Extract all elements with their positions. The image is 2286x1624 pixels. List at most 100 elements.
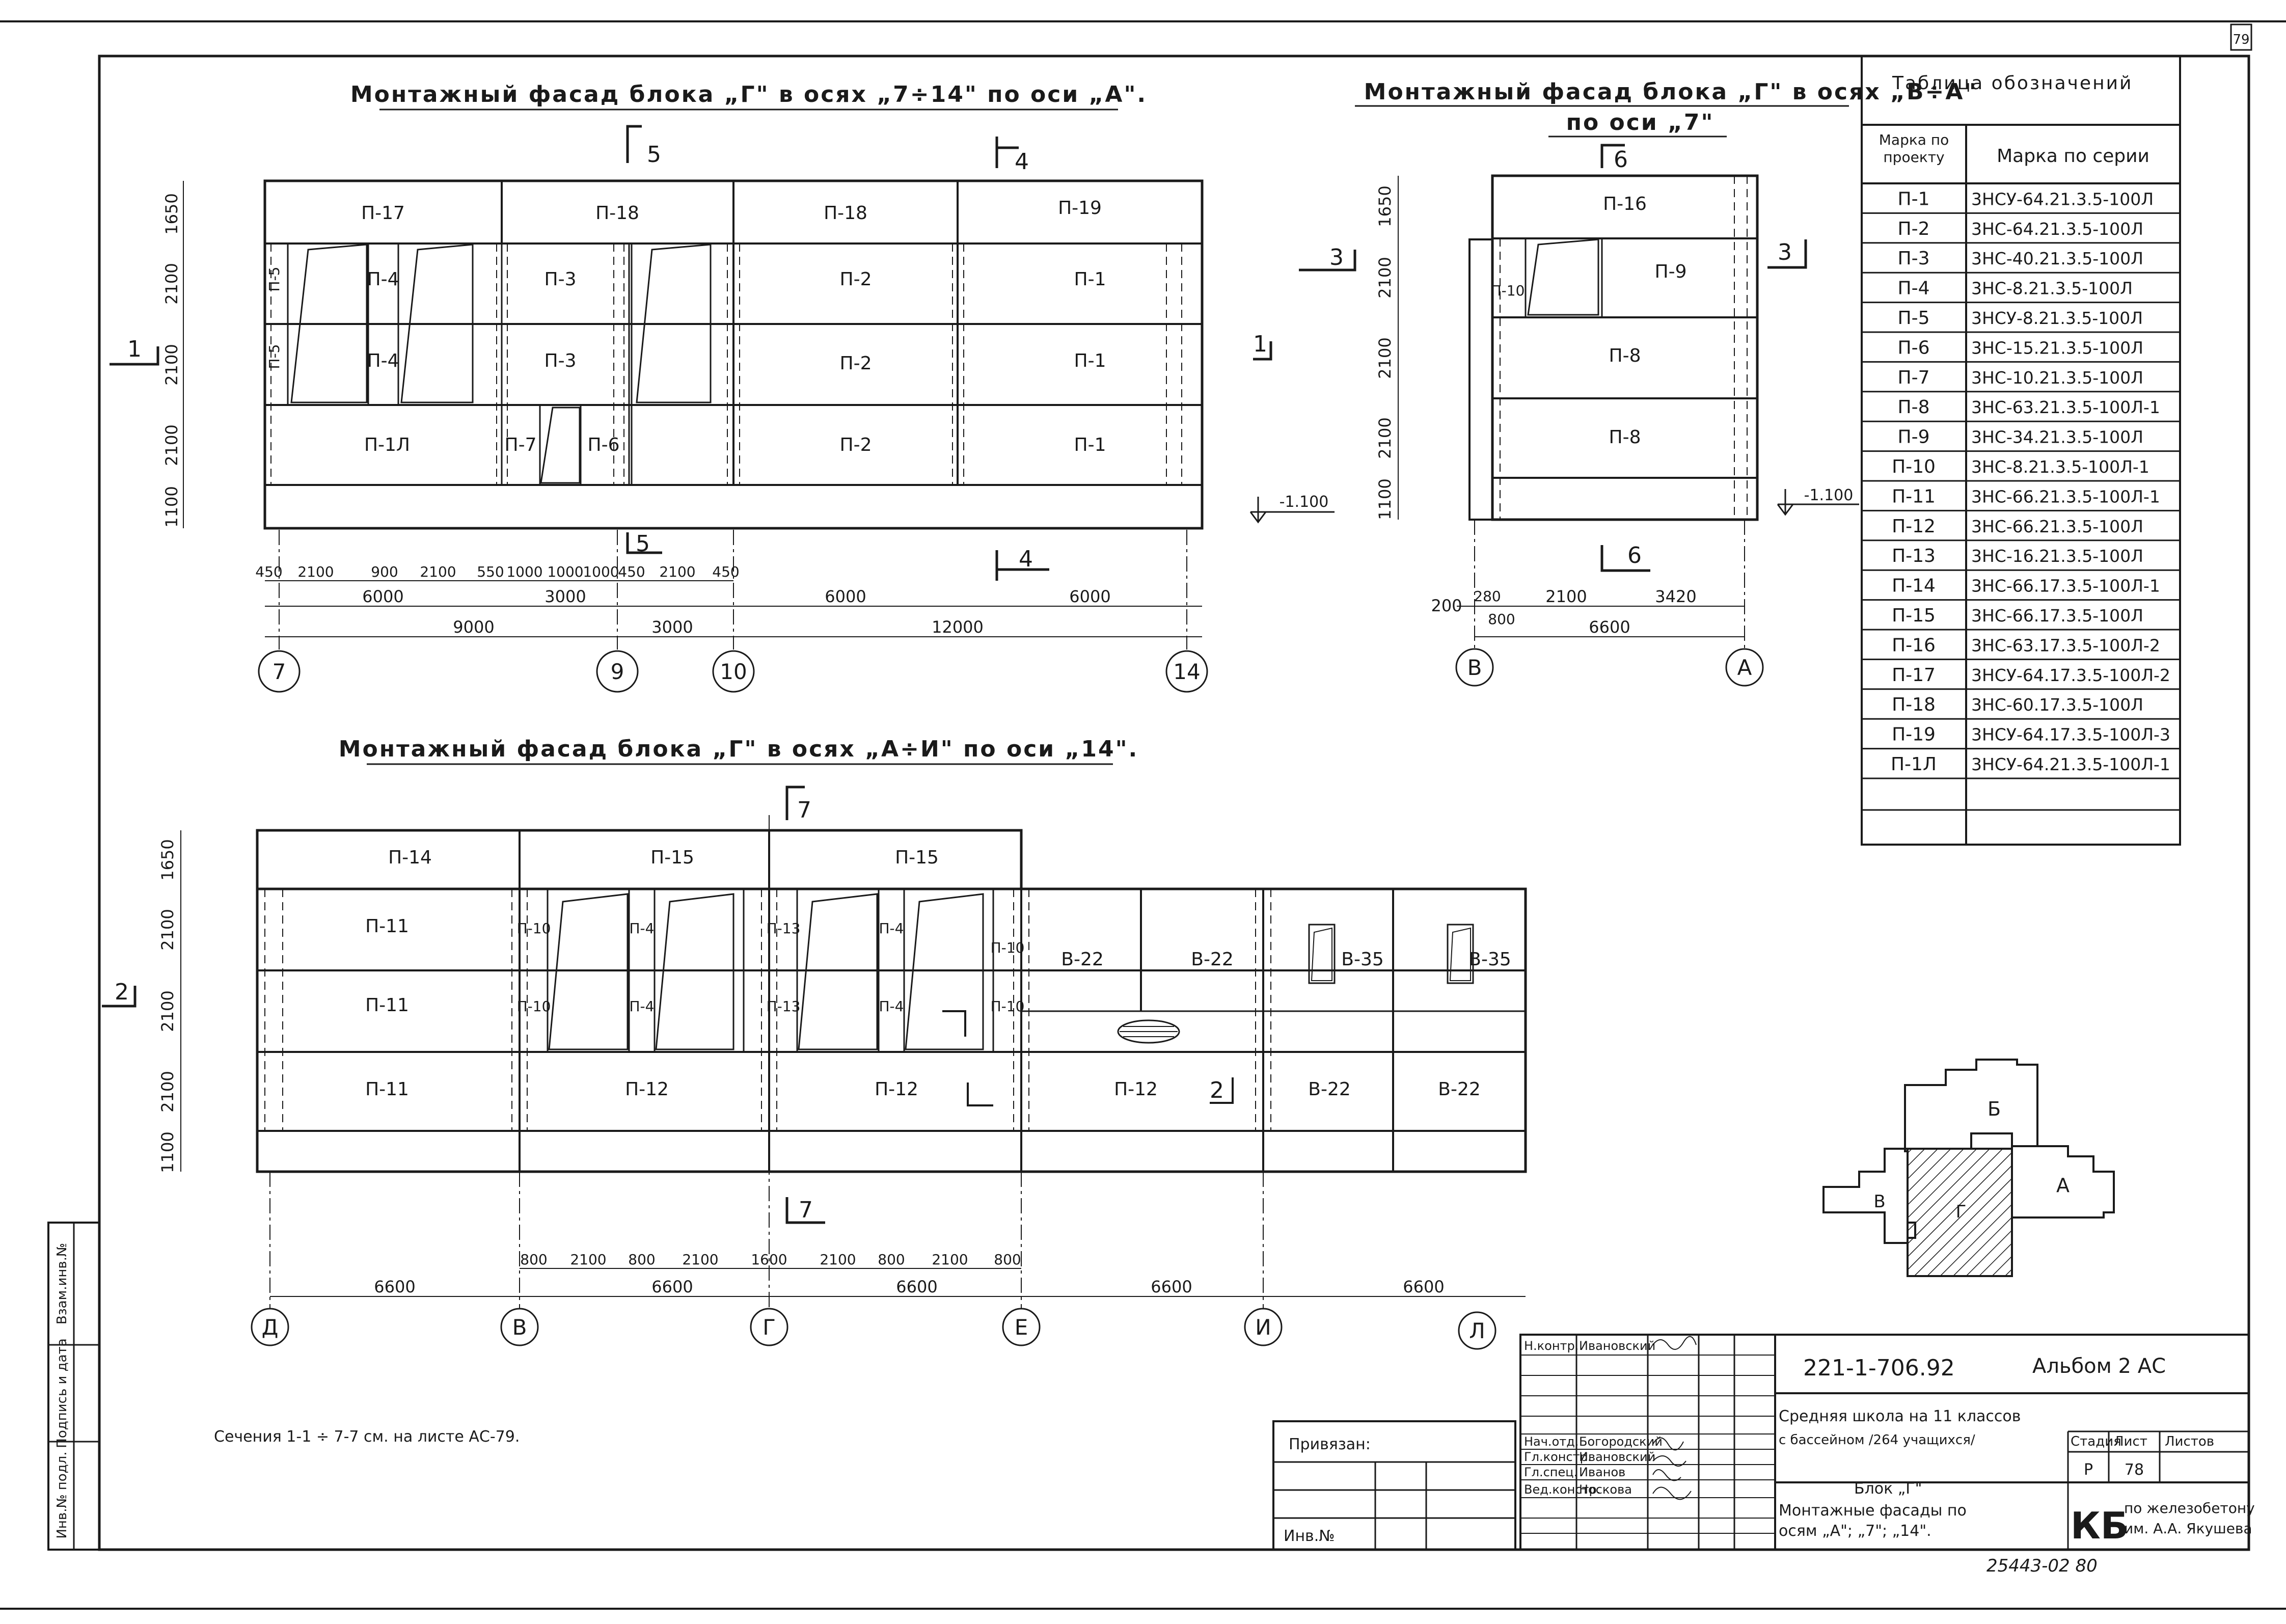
level-mark: -1.100: [1280, 493, 1329, 511]
row-height: 2100: [1375, 337, 1395, 378]
dim-text: 450: [255, 563, 282, 580]
dim-text: 6600: [896, 1277, 937, 1296]
dim-text: 1000: [547, 563, 583, 580]
row-height: 1650: [1375, 185, 1395, 227]
project-line1: Средняя школа на 11 классов: [1779, 1408, 2021, 1425]
strip-sign: Подпись и дата: [55, 1338, 70, 1448]
privyazan-label: Привязан:: [1289, 1436, 1371, 1453]
dim-text: 2100: [820, 1251, 856, 1268]
dim-text: 6600: [1151, 1277, 1192, 1296]
legend-project-mark: П-1Л: [1891, 754, 1937, 775]
strip-replace: Взам.инв.№: [55, 1243, 70, 1324]
panel-label: П-18: [824, 203, 867, 224]
legend-series-mark: 3НС-66.17.3.5-100Л-1: [1971, 576, 2160, 596]
stage-value: Р: [2084, 1461, 2093, 1479]
project-line2: с бассейном /264 учащихся/: [1779, 1432, 1975, 1448]
legend-project-mark: П-7: [1898, 367, 1930, 388]
axis-label: Е: [1015, 1315, 1028, 1340]
row-height: 1100: [1375, 478, 1395, 520]
panel-label: П-11: [365, 916, 409, 937]
row-height: 2100: [162, 344, 181, 385]
key-plan: Б А В Г: [1822, 1059, 2115, 1277]
dim-text: 800: [1488, 611, 1515, 628]
axis-label: 14: [1173, 659, 1200, 684]
axis-label: В: [1467, 655, 1482, 680]
facade-axes-a-i: Монтажный фасад блока „Г" в осях „А÷И" п…: [102, 736, 1527, 1350]
axis-label: 9: [611, 659, 624, 684]
section-mark: 1: [1253, 331, 1267, 357]
section-mark: 4: [1015, 149, 1029, 175]
panel-label: В-35: [1468, 949, 1511, 970]
dim-text: 3000: [545, 587, 586, 606]
dim-text: 800: [520, 1251, 547, 1268]
panel-label: П-15: [650, 847, 694, 868]
panel-label: П-3: [545, 269, 577, 290]
dim-text: 2100: [570, 1251, 606, 1268]
panel-label: П-5: [266, 267, 283, 292]
legend-project-mark: П-6: [1898, 337, 1930, 358]
panel-label: В-22: [1308, 1079, 1351, 1100]
doc-code: 221-1-706.92: [1803, 1355, 1955, 1381]
legend-project-mark: П-18: [1892, 694, 1936, 715]
panel-label: П-1Л: [364, 435, 410, 455]
list-header: Лист: [2114, 1434, 2147, 1449]
panel-label: П-14: [388, 847, 432, 868]
panel-label: П-13: [767, 920, 801, 937]
legend-series-mark: 3НС-66.17.3.5-100Л: [1971, 606, 2143, 626]
name: Богородский: [1579, 1434, 1663, 1449]
panel-label: В-22: [1438, 1079, 1481, 1100]
legend-project-mark: П-10: [1892, 456, 1936, 477]
role: Гл.констр.: [1524, 1450, 1592, 1464]
dim-text: 550: [477, 563, 504, 580]
role: Н.контр.: [1524, 1339, 1579, 1353]
row-height: 1650: [158, 839, 177, 880]
row-height: 2100: [1375, 417, 1395, 458]
panel-label: П-15: [895, 847, 939, 868]
section-mark: 2: [1210, 1077, 1224, 1103]
section-mark: 5: [636, 531, 650, 557]
panel-label: П-4: [879, 998, 904, 1015]
dim-text: 2100: [932, 1251, 968, 1268]
row-height: 2100: [158, 990, 177, 1032]
dim-text: 6600: [1589, 617, 1630, 637]
dim-text: 6000: [362, 587, 403, 606]
dim-text: 1000: [583, 563, 619, 580]
panel-label: П-11: [365, 1079, 409, 1100]
sheet-frame: 79: [0, 20, 2286, 1610]
dim-text: 6600: [374, 1277, 415, 1296]
dim-text: 12000: [932, 617, 984, 637]
dim-text: 200: [1431, 596, 1462, 615]
facade-axes-v-a: Монтажный фасад блока „Г" в осях „В÷А" п…: [1355, 79, 1976, 687]
legend-series-mark: 3НС-8.21.3.5-100Л-1: [1971, 457, 2149, 477]
legend-project-mark: П-8: [1898, 397, 1930, 418]
legend-series-mark: 3НС-16.21.3.5-100Л: [1971, 546, 2143, 566]
dim-text: 280: [1474, 588, 1501, 605]
legend-series-mark: 3НСУ-8.21.3.5-100Л: [1971, 308, 2143, 328]
legend-series-mark: 3НС-60.17.3.5-100Л: [1971, 695, 2143, 715]
legend-series-mark: 3НС-34.21.3.5-100Л: [1971, 427, 2143, 447]
panel-label: П-17: [361, 203, 405, 224]
panel-label: П-4: [367, 269, 399, 290]
dim-text: 6000: [1069, 587, 1110, 606]
panel-label: П-4: [879, 920, 904, 937]
facade-axes-7-14: Монтажный фасад блока „Г" в осях „7÷14" …: [110, 82, 1356, 693]
legend-col1-header: Марка по проекту: [1879, 131, 1949, 166]
sheet-name-2: Монтажные фасады по: [1779, 1502, 1967, 1520]
dim-text: 2100: [1545, 587, 1587, 606]
panel-label: В-22: [1061, 949, 1104, 970]
panel-label: П-9: [1655, 261, 1687, 282]
row-height: 1100: [162, 486, 181, 527]
legend-series-mark: 3НСУ-64.21.3.5-100Л: [1971, 189, 2154, 209]
panel-label: П-2: [840, 435, 872, 455]
panel-label: П-10: [1491, 282, 1525, 299]
keyplan-label: Б: [1988, 1098, 2001, 1120]
legend-project-mark: П-5: [1898, 308, 1930, 329]
panel-label: П-4: [630, 998, 655, 1015]
section-mark: 5: [647, 142, 661, 168]
legend-series-mark: 3НС-64.21.3.5-100Л: [1971, 219, 2143, 239]
legend-col2-header: Марка по серии: [1997, 146, 2149, 167]
section-mark: 1: [127, 336, 142, 362]
section-mark: 2: [115, 979, 129, 1005]
legend-title: Таблица обозначений: [1892, 73, 2133, 94]
dim-text: 2100: [297, 563, 334, 580]
